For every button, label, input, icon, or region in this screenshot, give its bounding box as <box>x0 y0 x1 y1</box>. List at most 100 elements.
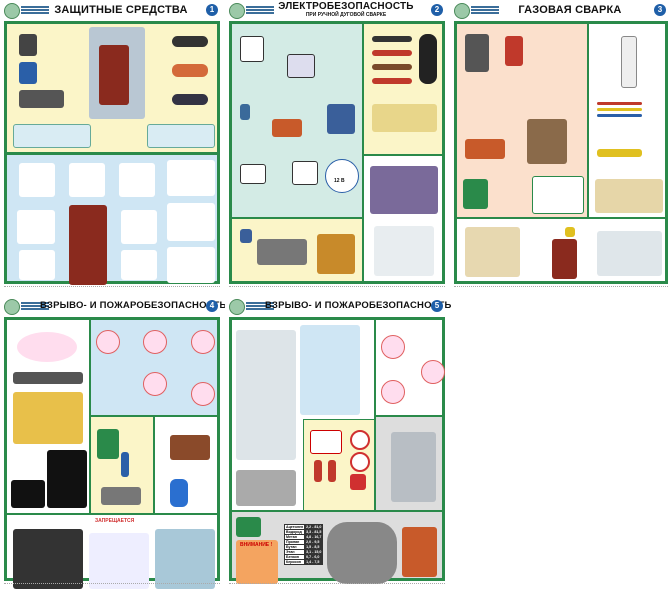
welding-helmet-icon <box>19 62 37 84</box>
boots-illustration <box>121 250 157 280</box>
respirator-helmet-icon <box>19 90 64 108</box>
panel-cylinder-check <box>588 23 666 218</box>
worker-illustration <box>463 179 488 209</box>
fire-board-icon <box>310 430 342 454</box>
distance-circle <box>143 372 167 396</box>
logo-text <box>246 302 274 304</box>
poster-protective-equipment: ЗАЩИТНЫЕ СРЕДСТВА 1 <box>0 0 224 293</box>
gas-name: Керосин <box>283 559 306 565</box>
logo-text <box>471 6 499 8</box>
poster-header: ВЗРЫВО- И ПОЖАРОБЕЗОПАСНОСТЬ 4 <box>0 296 227 316</box>
cylinders-illustration <box>11 480 45 508</box>
logo-icon <box>229 299 245 315</box>
gas-cylinder-icon <box>621 36 637 88</box>
hose-blue <box>597 114 642 117</box>
tank-illustration <box>101 487 141 505</box>
hose-yellow <box>597 108 642 111</box>
balaclava-illustration <box>19 163 55 197</box>
extinguisher-icon <box>328 460 336 482</box>
poster-header: ГАЗОВАЯ СВАРКА 3 <box>450 0 672 20</box>
welder-illustration <box>89 27 145 119</box>
switch-box-icon <box>240 36 264 62</box>
logo-icon <box>229 3 245 19</box>
poster-frame: 12 В <box>229 21 445 284</box>
hose-connection-icon <box>597 149 642 157</box>
crane-illustration <box>317 234 355 274</box>
poster-frame <box>4 21 220 285</box>
poster-fire-safety-5: ВЗРЫВО- И ПОЖАРОБЕЗОПАСНОСТЬ 5 В <box>225 296 451 590</box>
no-smoking-icon <box>350 430 370 450</box>
logo-icon <box>454 3 470 19</box>
panel-acetylene-generator <box>456 23 588 218</box>
panel-electrode-holders <box>363 23 443 155</box>
panel-safe-distances <box>90 319 218 416</box>
poster-header: ЭЛЕКТРОБЕЗОПАСНОСТЬ ПРИ РУЧНОЙ ДУГОВОЙ С… <box>225 0 449 20</box>
screen-illustration <box>167 203 215 241</box>
poster-number-badge: 5 <box>431 300 443 312</box>
exhaust-device-illustration <box>167 160 215 196</box>
distance-circle <box>96 330 120 354</box>
voltage-label: 12 В <box>334 178 345 184</box>
poster-footer <box>229 286 445 292</box>
warning-sign-icon <box>565 227 575 237</box>
logo-text <box>21 302 49 304</box>
generator-icon <box>465 34 489 72</box>
welder-suit-illustration <box>69 205 107 285</box>
poster-gas-welding: ГАЗОВАЯ СВАРКА 3 <box>450 0 672 293</box>
water-seal-icon <box>505 36 523 66</box>
distance-circle <box>143 330 167 354</box>
welding-mask-illustration <box>69 163 105 197</box>
panel-rain-work <box>363 155 443 282</box>
gas-name: Водород <box>283 529 306 535</box>
workers-illustration <box>465 227 520 277</box>
cylinder-icon <box>121 452 129 477</box>
valve-diagram <box>532 176 584 214</box>
logo-icon <box>4 299 20 315</box>
electric-shock-icon <box>419 34 437 84</box>
electrode-holder-icon <box>372 50 412 56</box>
pipe-work-illustration <box>13 529 83 589</box>
room-illustration <box>595 179 663 213</box>
poster-title: ВЗРЫВО- И ПОЖАРОБЕЗОПАСНОСТЬ <box>40 300 227 311</box>
poster-footer <box>4 286 220 292</box>
poster-footer <box>229 583 445 589</box>
poster-title: ГАЗОВАЯ СВАРКА <box>518 4 622 16</box>
poster-frame <box>454 21 668 284</box>
knee-pads-illustration <box>19 250 55 280</box>
gloves-illustration <box>17 210 55 244</box>
logo-text <box>21 6 49 8</box>
torch-hands-illustration <box>465 139 505 159</box>
no-fire-icon <box>350 452 370 472</box>
worker-illustration <box>97 429 119 459</box>
poster-electrical-safety: ЭЛЕКТРОБЕЗОПАСНОСТЬ ПРИ РУЧНОЙ ДУГОВОЙ С… <box>225 0 449 293</box>
gas-range: 3,1 - 15,0 <box>304 549 324 555</box>
hose-red <box>597 102 642 105</box>
vessel-illustration <box>89 533 149 589</box>
transformer-icon <box>287 54 315 78</box>
night-work-illustration <box>47 450 87 508</box>
voltage-limiter-icon <box>240 164 266 184</box>
workers-illustration <box>402 527 437 577</box>
cable-connection-illustration <box>372 104 437 132</box>
warning-label: ВНИМАНИЕ ! <box>240 542 273 548</box>
poster-footer <box>4 583 220 589</box>
machine-diagram-icon <box>292 161 318 185</box>
distance-table <box>13 372 83 384</box>
distance-circle <box>421 360 445 384</box>
gas-range: 1,4 - 7,5 <box>304 559 324 565</box>
panel-cylinder-transport <box>456 218 666 282</box>
poster-subtitle: ПРИ РУЧНОЙ ДУГОВОЙ СВАРКЕ <box>305 12 387 18</box>
wall-work-illustration <box>155 529 215 589</box>
poster-number-badge: 4 <box>206 300 218 312</box>
poster-fire-safety-4: ВЗРЫВО- И ПОЖАРОБЕЗОПАСНОСТЬ 4 ЗАП <box>0 296 227 590</box>
gas-range: 3,3 - 81,5 <box>304 529 324 535</box>
poster-title: ЗАЩИТНЫЕ СРЕДСТВА <box>54 4 188 16</box>
distance-circle <box>381 335 405 359</box>
logo-text <box>246 6 274 8</box>
electrode-holder-icon <box>372 36 412 42</box>
logo-icon <box>4 3 20 19</box>
floor-work-illustration <box>13 392 83 444</box>
goggles-icon <box>172 94 208 105</box>
